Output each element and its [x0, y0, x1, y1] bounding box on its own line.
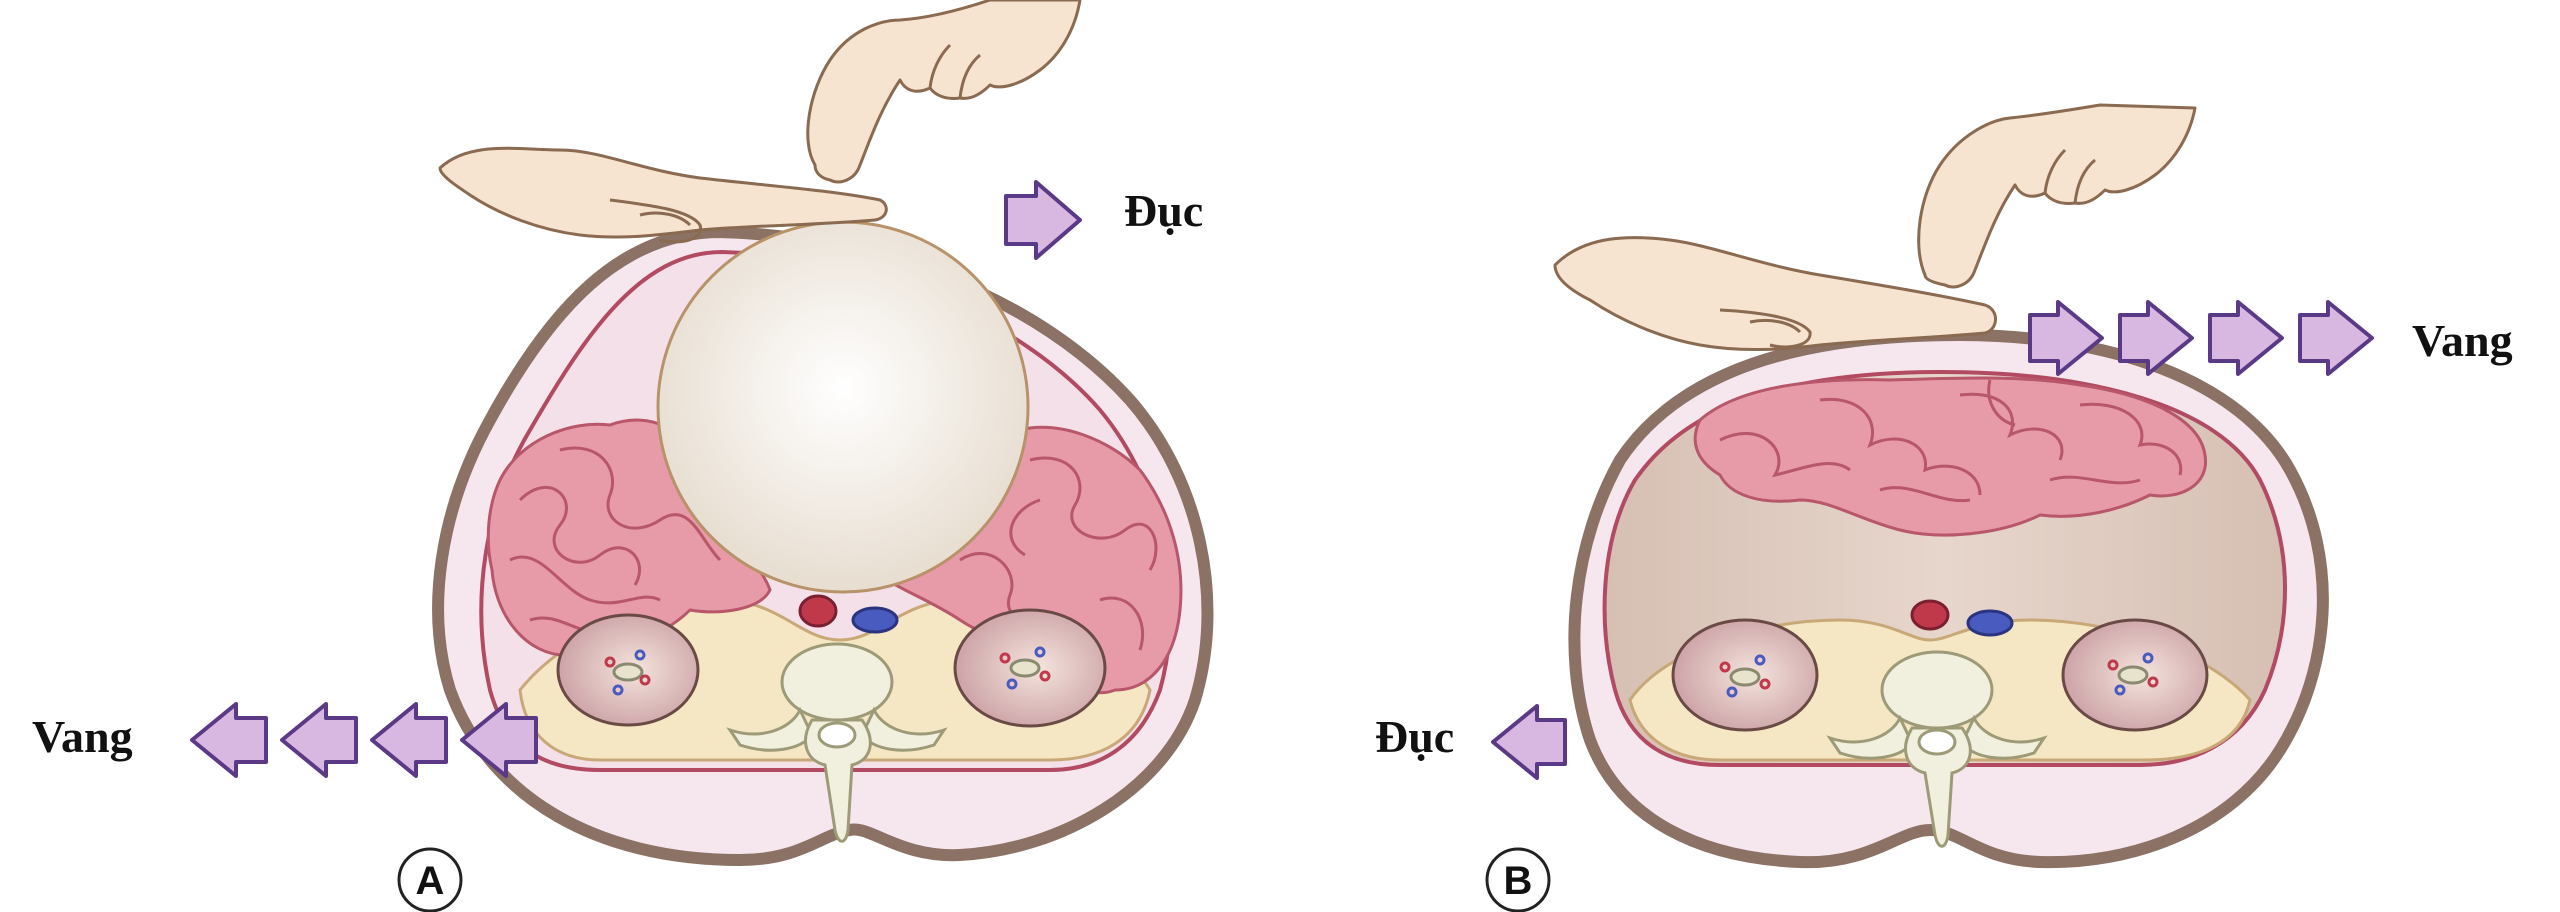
panel-label-b: B — [1504, 859, 1533, 903]
arrow-left-b-1 — [1491, 704, 1567, 780]
side-label-b: Đục — [1375, 711, 1454, 762]
renal-vessels-right-a — [999, 646, 1051, 690]
aorta-a — [798, 594, 838, 628]
arrow-left-a-2 — [370, 702, 448, 778]
vertebra-a — [726, 642, 948, 843]
top-label-a: Đục — [1124, 185, 1203, 236]
intestine-folds-b — [1719, 379, 2183, 503]
intestine-folds-right-a — [959, 456, 1158, 651]
intestine-floating-b — [1693, 376, 2207, 537]
arrow-right-b-2 — [2118, 300, 2194, 376]
vertebra-b — [1826, 650, 2048, 848]
arrow-right-b-4 — [2298, 300, 2374, 376]
distended-mass-a — [656, 220, 1030, 594]
side-arrows-a — [190, 702, 538, 778]
arrow-left-a-4 — [190, 702, 268, 778]
arrow-right-b-3 — [2208, 300, 2284, 376]
top-label-b: Vang — [2412, 315, 2513, 366]
intestine-folds-left-a — [509, 446, 722, 634]
aorta-b — [1910, 599, 1950, 631]
arrow-right-a-1 — [1004, 180, 1082, 260]
renal-vessels-left-b — [1719, 654, 1771, 698]
panel-label-circle-a — [397, 847, 463, 912]
arrow-left-a-3 — [280, 702, 358, 778]
side-label-a: Vang — [32, 711, 133, 762]
panel-b: Vang Đục B — [1375, 103, 2513, 912]
panel-a: Đục Vang A — [32, 0, 1214, 912]
percussing-hand-b — [1553, 103, 2197, 352]
arrow-right-b-1 — [2028, 300, 2104, 376]
panel-label-a: A — [416, 859, 445, 903]
percussing-hand-a — [438, 0, 1082, 244]
vena-cava-b — [1966, 609, 2014, 637]
top-arrows-b — [2028, 300, 2374, 376]
vena-cava-a — [851, 606, 899, 634]
renal-vessels-left-a — [604, 649, 651, 696]
renal-vessels-right-b — [2107, 652, 2159, 696]
arrow-left-a-1 — [460, 702, 538, 778]
panel-label-circle-b — [1485, 847, 1551, 912]
